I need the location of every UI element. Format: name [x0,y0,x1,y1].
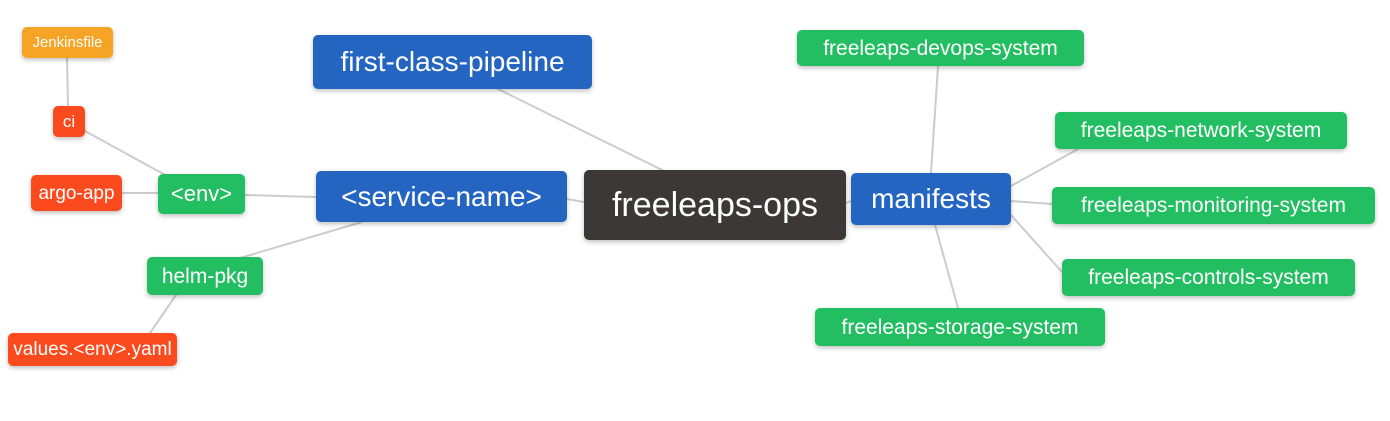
edge-manifests-to-network-system [1010,148,1079,187]
node-label: freeleaps-monitoring-system [1081,194,1346,217]
node-network-system[interactable]: freeleaps-network-system [1055,112,1347,149]
node-controls-system[interactable]: freeleaps-controls-system [1062,259,1355,296]
node-label: <env> [170,181,233,206]
node-label: freeleaps-controls-system [1088,266,1329,289]
node-values-env-yaml[interactable]: values.<env>.yaml [8,333,177,366]
node-ci[interactable]: ci [53,106,85,137]
edge-jenkinsfile-to-ci [66,57,69,107]
node-label: freeleaps-devops-system [823,36,1058,60]
node-monitoring-system[interactable]: freeleaps-monitoring-system [1052,187,1375,224]
node-label: argo-app [38,182,115,204]
node-jenkinsfile[interactable]: Jenkinsfile [22,27,113,58]
node-label: freeleaps-storage-system [841,315,1079,339]
node-label: freeleaps-ops [611,186,818,224]
edge-env-to-service-name [244,194,317,198]
node-label: manifests [871,183,991,214]
node-argo-app[interactable]: argo-app [31,175,122,211]
node-label: ci [62,112,76,131]
node-label: first-class-pipeline [340,46,565,77]
node-helm-pkg[interactable]: helm-pkg [147,257,263,295]
node-label: helm-pkg [161,264,249,288]
node-freeleaps-ops[interactable]: freeleaps-ops [584,170,846,240]
node-label: freeleaps-network-system [1080,119,1322,142]
node-manifests[interactable]: manifests [851,173,1011,225]
node-label: values.<env>.yaml [13,339,172,360]
edge-helm-pkg-to-service-name [239,221,363,259]
edge-manifests-to-storage-system [934,224,959,309]
edge-values-env-yaml-to-helm-pkg [149,294,177,334]
node-service-name[interactable]: <service-name> [316,171,567,222]
node-first-class-pipeline[interactable]: first-class-pipeline [313,35,592,89]
edge-service-name-to-freeleaps-ops [566,198,585,203]
node-env[interactable]: <env> [158,174,245,214]
node-devops-system[interactable]: freeleaps-devops-system [797,30,1084,66]
edge-ci-to-env [84,130,168,177]
edge-manifests-to-monitoring-system [1010,200,1053,205]
node-storage-system[interactable]: freeleaps-storage-system [815,308,1105,346]
edge-first-class-pipeline-to-freeleaps-ops [497,88,665,172]
node-label: <service-name> [341,180,542,212]
edge-devops-system-to-manifests [930,65,939,174]
node-label: Jenkinsfile [32,34,103,51]
